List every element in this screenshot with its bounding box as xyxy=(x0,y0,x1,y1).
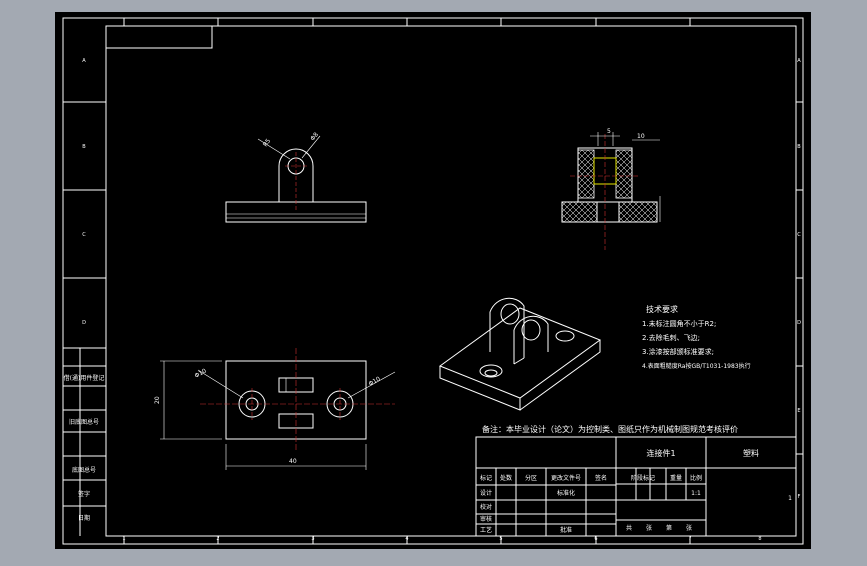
mid-label: 标准化 xyxy=(557,489,575,497)
outer-frame xyxy=(62,17,804,545)
top-ruler xyxy=(123,18,691,26)
part-name: 连接件1 xyxy=(646,448,675,458)
frame-number: 7 xyxy=(688,536,691,542)
frame-number: 5 xyxy=(499,536,502,542)
right-letter: B xyxy=(797,144,801,150)
mid-label: 批准 xyxy=(560,526,572,534)
dim-r5: R5 xyxy=(262,137,272,148)
material-name: 塑料 xyxy=(743,448,759,458)
title-block xyxy=(475,436,797,537)
dim-20: 20 xyxy=(154,396,161,404)
col-header: 处数 xyxy=(500,474,512,482)
right-letter: A xyxy=(797,58,801,64)
right-letters: A B C D E F xyxy=(797,58,801,500)
dim-10: 10 xyxy=(637,133,645,140)
drawing-background xyxy=(55,12,811,549)
note-line: 1.未标注圆角不小于R2; xyxy=(642,319,716,328)
footer-label: 张 xyxy=(646,524,652,532)
left-labels: 借(通)用件登记 旧底图总号 底图总号 签字 日期 xyxy=(64,374,105,522)
row-letter: A xyxy=(82,58,86,64)
remark-text: 备注：本毕业设计（论文）为控制类、图纸只作为机械制图规范考核评价 xyxy=(482,424,738,434)
frame-number: 1 xyxy=(122,536,125,542)
tech-notes: 技术要求 1.未标注圆角不小于R2; 2.去除毛刺、飞边; 3.涂漆按部颁标准要… xyxy=(642,304,751,370)
row-label: 工艺 xyxy=(480,526,492,534)
strip-label: 旧底图总号 xyxy=(69,418,99,426)
top-left-box xyxy=(105,25,213,49)
front-view: R5 Φ8 xyxy=(225,131,367,223)
notes-title: 技术要求 xyxy=(646,304,678,314)
strip-label: 日期 xyxy=(78,514,90,522)
row-label: 设计 xyxy=(480,489,492,497)
iso-view xyxy=(438,297,602,411)
stage-header: 比例 xyxy=(690,474,702,482)
row-label: 审核 xyxy=(480,515,492,523)
row-label: 校对 xyxy=(480,503,492,511)
right-letter: E xyxy=(797,408,800,414)
bottom-ruler xyxy=(123,536,691,544)
right-letter: D xyxy=(797,320,801,326)
strip-label: 底图总号 xyxy=(72,466,96,474)
footer-label: 第 xyxy=(666,524,672,532)
row-letter: B xyxy=(82,144,86,150)
row-letter: D xyxy=(82,320,86,326)
footer-label: 共 xyxy=(626,524,632,532)
dim-40: 40 xyxy=(289,458,297,465)
left-letters: A B C D xyxy=(82,58,86,326)
right-letter: F xyxy=(798,494,801,500)
dim-5: 5 xyxy=(607,128,611,135)
side-view: 5 10 xyxy=(561,128,661,250)
right-ruler xyxy=(796,101,803,455)
frame-number: 8 xyxy=(758,536,761,542)
stage-header: 重量 xyxy=(670,474,682,482)
page-number: 1 xyxy=(788,495,792,502)
frame-number: 4 xyxy=(405,536,408,542)
col-header: 签名 xyxy=(595,474,607,482)
note-line: 2.去除毛刺、飞边; xyxy=(642,333,700,342)
top-view: 40 20 Φ10 Φ10 xyxy=(154,348,396,470)
col-header: 标记 xyxy=(480,474,492,482)
col-header: 更改文件号 xyxy=(551,474,581,482)
note-line: 3.涂漆按部颁标准要求; xyxy=(642,347,714,356)
dim-d8: Φ8 xyxy=(309,131,320,142)
right-letter: C xyxy=(797,232,801,238)
inner-frame xyxy=(105,25,797,537)
title-block-text: 连接件1 塑料 标记 处数 分区 更改文件号 签名 设计 校对 审核 工艺 标准… xyxy=(480,448,792,534)
col-header: 分区 xyxy=(525,474,537,482)
frame-number: 3 xyxy=(311,536,314,542)
left-strip xyxy=(63,101,106,536)
frame-numbers: 1 2 3 4 5 6 7 8 xyxy=(122,536,761,542)
frame-number: 6 xyxy=(594,536,597,542)
frame-number: 2 xyxy=(216,536,219,542)
footer-label: 张 xyxy=(686,524,692,532)
stage-header: 阶段标记 xyxy=(631,474,655,482)
strip-label: 借(通)用件登记 xyxy=(64,374,105,382)
strip-label: 签字 xyxy=(78,490,90,498)
scale-value: 1:1 xyxy=(691,490,701,497)
row-letter: C xyxy=(82,232,86,238)
note-line: 4.表面粗糙度Ra按GB/T1031-1983执行 xyxy=(642,362,751,370)
